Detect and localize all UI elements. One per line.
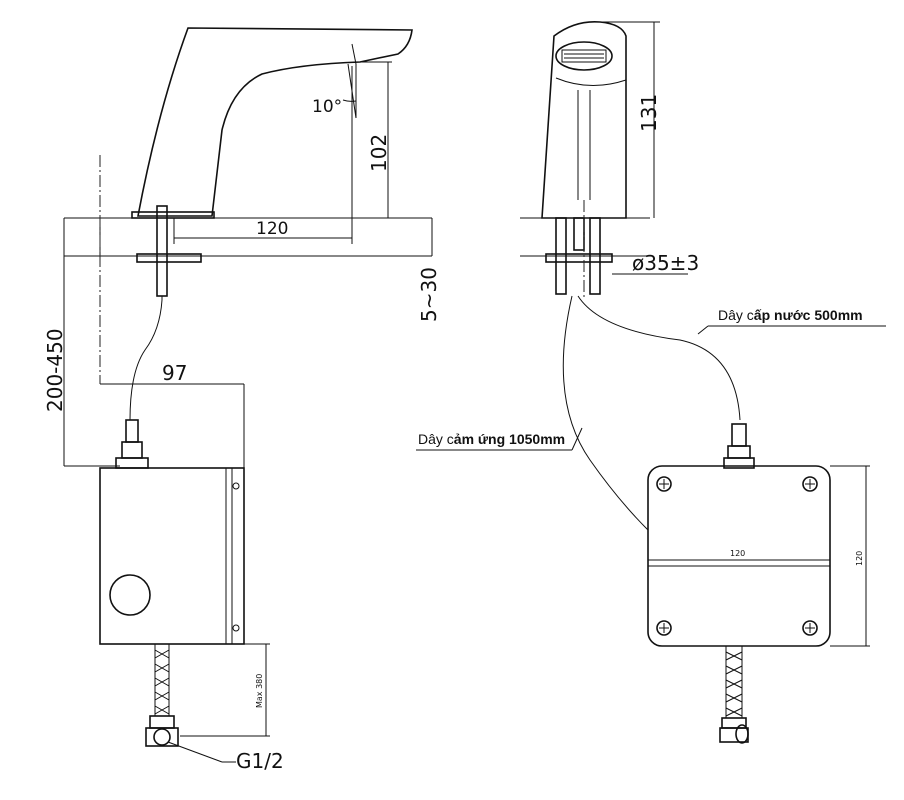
box-width-label: 97 — [162, 361, 187, 385]
deck-thickness-label: 5~30 — [417, 267, 441, 322]
sensor-cable-callout: Dây cảm ứng 1050mm — [416, 427, 583, 451]
inlet-thread-label: G1/2 — [236, 749, 284, 773]
mount-hole-dimension: ø35±3 — [612, 251, 699, 275]
box-front-height-dimension: 120 — [830, 465, 870, 647]
sensor-cable-bold: ảm ứng 1050mm — [454, 431, 565, 447]
sensor-cable-prefix: Dây c — [418, 431, 454, 447]
spout-reach-label: 120 — [256, 219, 288, 239]
front-control-box: 120 — [647, 423, 831, 647]
box-front-width-label: 120 — [730, 549, 745, 558]
front-view-faucet — [520, 20, 650, 300]
side-hose — [145, 643, 179, 747]
side-control-box — [99, 419, 245, 645]
angle-dimension: 10° — [312, 63, 357, 119]
hose-length-dimension: Max 380 — [180, 643, 270, 737]
mounting-screw — [656, 476, 818, 636]
supply-cable — [577, 295, 741, 421]
side-view-faucet — [64, 27, 432, 384]
install-height-dimension: 200-450 — [43, 218, 120, 467]
hose-length-label: Max 380 — [255, 674, 264, 708]
front-hose — [719, 645, 749, 744]
side-sensor-cable — [129, 299, 163, 421]
box-front-height-label: 120 — [855, 551, 864, 566]
svg-text:Dây cấp nước 500mm: Dây cấp nước 500mm — [718, 307, 863, 323]
spout-reach-dimension: 120 — [173, 66, 353, 244]
spout-height-label: 102 — [367, 134, 391, 172]
spout-angle-label: 10° — [312, 97, 342, 117]
svg-text:Dây cảm ứng 1050mm: Dây cảm ứng 1050mm — [418, 431, 565, 447]
mount-hole-label: ø35±3 — [632, 251, 699, 275]
spout-height-dimension: 102 — [358, 61, 392, 218]
supply-cable-prefix: Dây c — [718, 307, 754, 323]
deck-thickness-dimension: 5~30 — [417, 218, 441, 322]
faucet-height-label: 131 — [637, 94, 661, 132]
inlet-thread-callout: G1/2 — [167, 741, 284, 773]
supply-cable-bold: ấp nước 500mm — [754, 307, 863, 323]
supply-cable-callout: Dây cấp nước 500mm — [697, 307, 886, 335]
sensor-window-circle — [109, 574, 151, 616]
faucet-height-dimension: 131 — [600, 21, 661, 218]
sensor-cable — [562, 295, 649, 531]
box-width-dimension: 97 — [100, 361, 245, 470]
install-height-label: 200-450 — [43, 328, 67, 412]
